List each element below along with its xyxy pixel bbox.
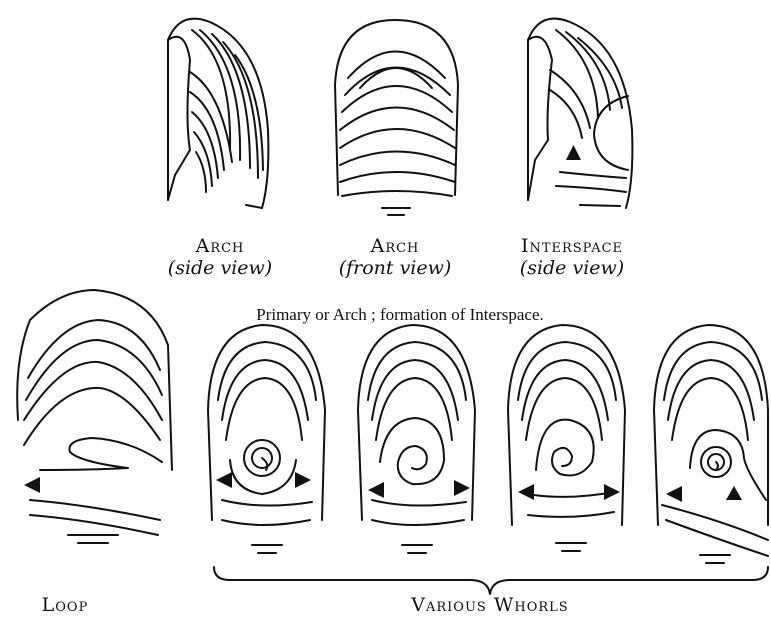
interspace-side-label: Interspace (side view)	[502, 235, 642, 279]
arch-front-label: Arch (front view)	[320, 235, 470, 279]
loop-figure	[17, 290, 172, 543]
interspace-side-title: Interspace	[502, 235, 642, 257]
arch-front-subtitle: (front view)	[320, 257, 470, 279]
whorl-3-figure	[508, 325, 625, 551]
arch-side-label: Arch (side view)	[160, 235, 280, 279]
loop-label: Loop	[20, 594, 110, 616]
whorl-4-figure	[654, 325, 768, 563]
whorls-brace	[214, 567, 768, 594]
interspace-side-subtitle: (side view)	[502, 257, 642, 279]
various-whorls-label: Various Whorls	[390, 594, 590, 616]
arch-front-view-figure	[335, 20, 458, 215]
arch-side-view-figure	[168, 19, 268, 208]
top-caption: Primary or Arch ; formation of Interspac…	[200, 305, 600, 325]
arch-front-title: Arch	[320, 235, 470, 257]
whorl-2-figure	[358, 325, 475, 553]
interspace-side-view-figure	[528, 19, 632, 208]
arch-side-subtitle: (side view)	[160, 257, 280, 279]
arch-side-title: Arch	[160, 235, 280, 257]
whorl-1-figure	[208, 325, 325, 553]
